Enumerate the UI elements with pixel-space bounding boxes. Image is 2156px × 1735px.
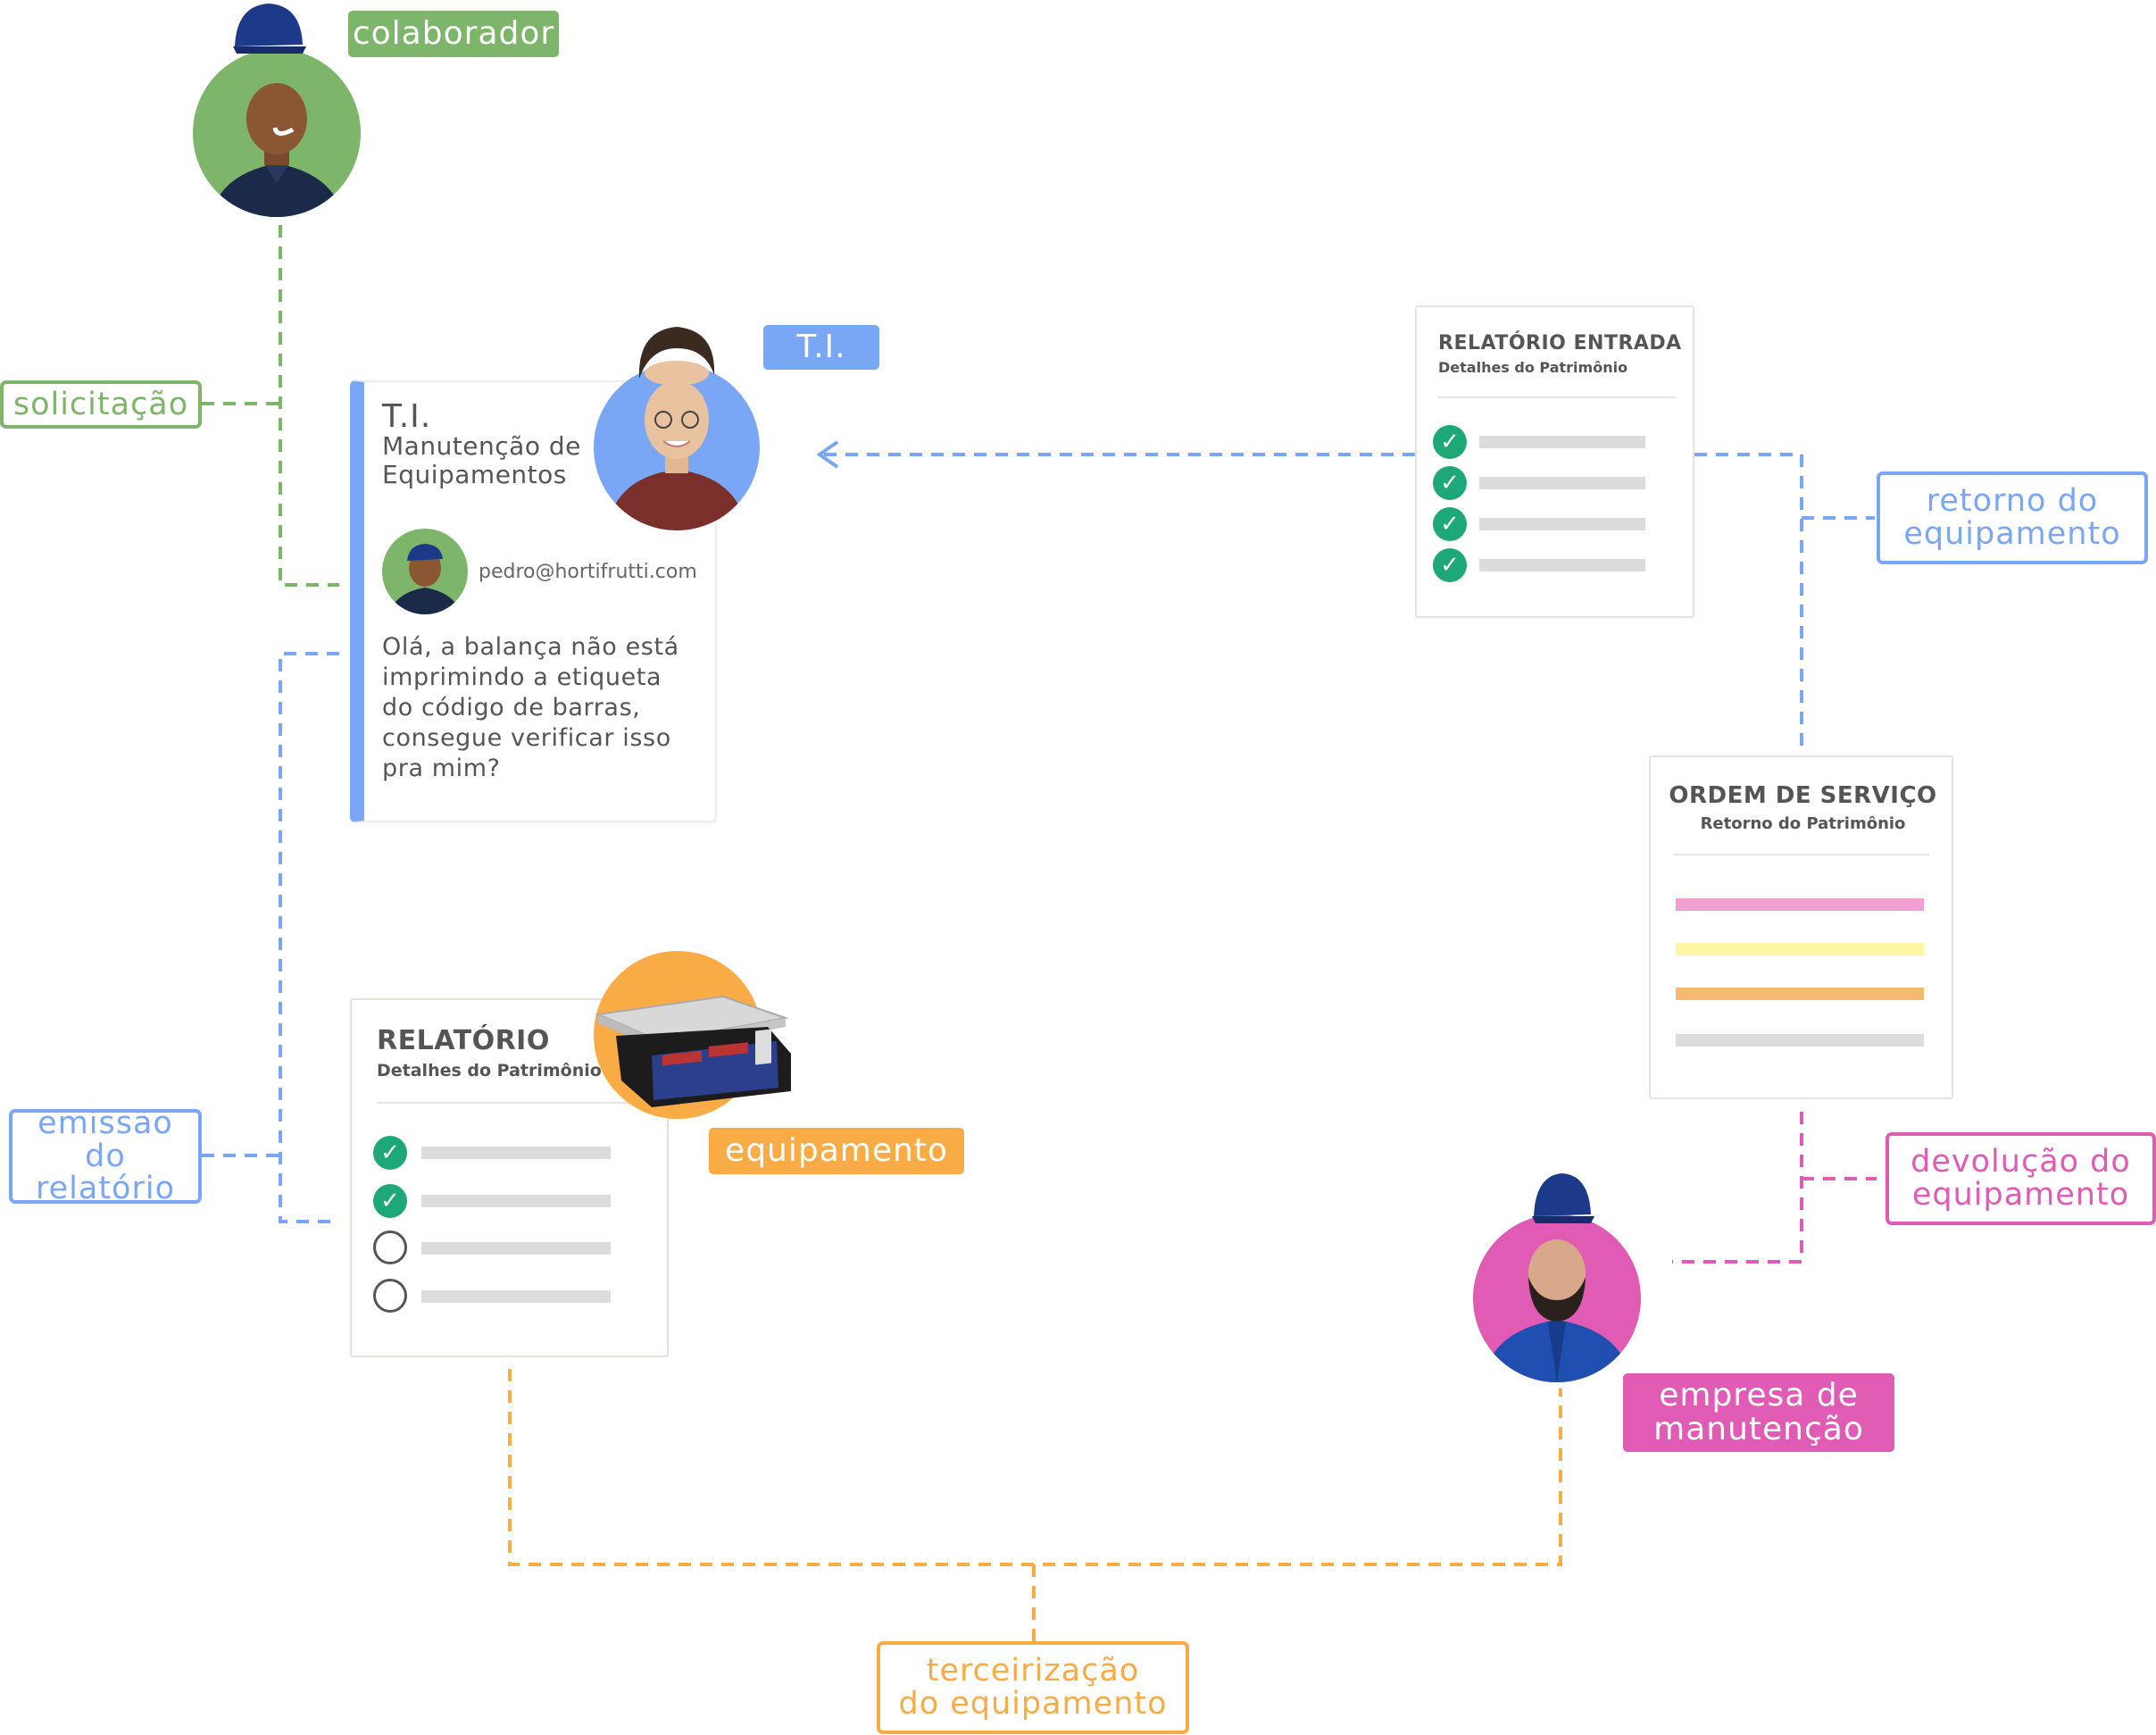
empresa-tag-line2: manutenção <box>1653 1411 1864 1447</box>
check-icon: ✓ <box>1433 425 1467 459</box>
status-bar-yellow <box>1676 943 1924 955</box>
colaborador-tag-label: colaborador <box>352 15 555 53</box>
connector-emissao <box>279 652 339 1223</box>
retorno-tag-line1: retorno do <box>1926 483 2099 520</box>
placeholder-bar <box>421 1147 611 1159</box>
empty-circle-icon <box>373 1230 407 1264</box>
equipamento-tag-label: equipamento <box>725 1132 948 1170</box>
connector-terceirizacao <box>508 1369 1562 1566</box>
ti-tag-label: T.I. <box>796 329 846 366</box>
connector-solicitacao <box>279 225 339 587</box>
placeholder-bar <box>421 1242 611 1255</box>
terceirizacao-tag-line1: terceirização <box>926 1653 1140 1689</box>
empresa-cap-icon <box>1532 1173 1594 1223</box>
placeholder-bar <box>1479 436 1645 448</box>
colaborador-avatar <box>193 49 361 217</box>
status-bar-gray <box>1676 1034 1924 1047</box>
empresa-tag-line1: empresa de <box>1659 1377 1859 1414</box>
connector-devolucao <box>1672 1112 1803 1264</box>
emissao-tag-line2: relatório <box>36 1171 175 1207</box>
ticket-subtitle-line2: Equipamentos <box>382 460 567 490</box>
placeholder-bar <box>1479 559 1645 571</box>
ticket-message: Olá, a balança não está imprimindo a eti… <box>382 633 679 782</box>
colaborador-tag: colaborador <box>348 11 559 57</box>
ti-avatar <box>594 364 760 530</box>
ticket-subtitle: Manutenção de Equipamentos <box>382 431 581 490</box>
ordem-servico-card: ORDEM DE SERVIÇO Retorno do Patrimônio <box>1649 755 1953 1099</box>
placeholder-bar <box>421 1195 611 1207</box>
ticket-subtitle-line1: Manutenção de <box>382 431 581 461</box>
relatorio-entrada-card: RELATÓRIO ENTRADA Detalhes do Patrimônio… <box>1415 305 1694 618</box>
placeholder-bar <box>421 1290 611 1303</box>
divider <box>1674 854 1929 855</box>
ti-tag: T.I. <box>763 325 879 370</box>
devolucao-tag-line1: devolução do <box>1910 1144 2131 1180</box>
relatorio-entrada-subtitle: Detalhes do Patrimônio <box>1438 359 1628 376</box>
ticket-sender-avatar <box>382 529 468 614</box>
connector-retorno <box>1694 453 1803 746</box>
ticket-email: pedro@hortifrutti.com <box>479 561 697 583</box>
emissao-tag-line1: emissão do <box>37 1105 173 1174</box>
emissao-tag: emissão do relatório <box>9 1105 202 1207</box>
retorno-tag-line2: equipamento <box>1903 516 2121 552</box>
placeholder-bar <box>1479 518 1645 530</box>
divider <box>1438 396 1676 398</box>
devolucao-tag-line2: equipamento <box>1911 1177 2130 1213</box>
check-icon: ✓ <box>1433 466 1467 500</box>
empresa-tag: empresa de manutenção <box>1623 1373 1894 1452</box>
devolucao-tag: devolução do equipamento <box>1885 1132 2156 1225</box>
ticket-title: T.I. <box>382 398 432 435</box>
relatorio-entrada-title: RELATÓRIO ENTRADA <box>1438 332 1682 355</box>
divider <box>377 1102 645 1104</box>
solicitacao-tag-label: solicitação <box>12 386 189 422</box>
check-icon: ✓ <box>373 1136 407 1170</box>
equipamento-tag: equipamento <box>709 1128 964 1174</box>
terceirizacao-tag: terceirização do equipamento <box>877 1641 1189 1734</box>
solicitacao-tag: solicitação <box>0 380 202 429</box>
check-icon: ✓ <box>373 1184 407 1218</box>
relatorio-subtitle: Detalhes do Patrimônio <box>377 1061 602 1080</box>
check-icon: ✓ <box>1433 507 1467 541</box>
empty-circle-icon <box>373 1279 407 1313</box>
retorno-tag: retorno do equipamento <box>1877 471 2148 564</box>
colaborador-cap-icon <box>233 4 306 54</box>
ordem-servico-subtitle: Retorno do Patrimônio <box>1700 814 1906 833</box>
terceirizacao-tag-line2: do equipamento <box>898 1686 1168 1722</box>
scale-icon <box>595 995 791 1107</box>
check-icon: ✓ <box>1433 548 1467 582</box>
arrowhead-left-icon <box>816 440 839 469</box>
ti-hair-icon <box>638 327 715 384</box>
empresa-avatar <box>1473 1214 1641 1382</box>
status-bar-pink <box>1676 898 1924 911</box>
placeholder-bar <box>1479 477 1645 489</box>
ordem-servico-title: ORDEM DE SERVIÇO <box>1669 782 1937 809</box>
relatorio-title: RELATÓRIO <box>377 1025 550 1056</box>
status-bar-orange <box>1676 988 1924 1000</box>
ticket-card: T.I. Manutenção de Equipamentos pedro@ho… <box>350 380 717 822</box>
